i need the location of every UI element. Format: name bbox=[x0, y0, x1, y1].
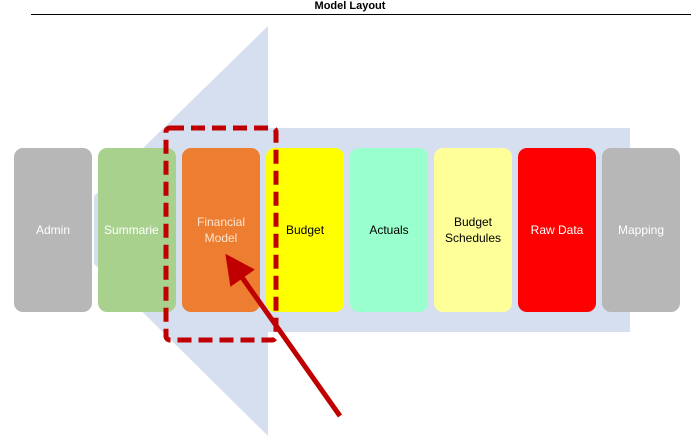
box-financial-model-label: Financial Model bbox=[196, 215, 246, 245]
box-summaries[interactable]: Summarie bbox=[98, 148, 176, 312]
title-underline bbox=[31, 14, 691, 15]
box-actuals[interactable]: Actuals bbox=[350, 148, 428, 312]
box-budget-label: Budget bbox=[286, 223, 325, 237]
box-admin[interactable]: Admin bbox=[14, 148, 92, 312]
box-financial-model[interactable]: Financial Model bbox=[182, 148, 260, 312]
box-budget[interactable]: Budget bbox=[266, 148, 344, 312]
box-mapping-label: Mapping bbox=[617, 223, 665, 237]
box-budget-schedules[interactable]: Budget Schedules bbox=[434, 148, 512, 312]
box-mapping[interactable]: Mapping bbox=[602, 148, 680, 312]
diagram-title: Model Layout bbox=[314, 0, 386, 12]
box-admin-label: Admin bbox=[35, 223, 70, 237]
box-budget-schedules-label: Budget Schedules bbox=[444, 215, 502, 245]
box-raw-data[interactable]: Raw Data bbox=[518, 148, 596, 312]
box-raw-data-label: Raw Data bbox=[530, 223, 584, 237]
box-summaries-label: Summarie bbox=[104, 223, 159, 237]
box-actuals-label: Actuals bbox=[369, 223, 409, 237]
